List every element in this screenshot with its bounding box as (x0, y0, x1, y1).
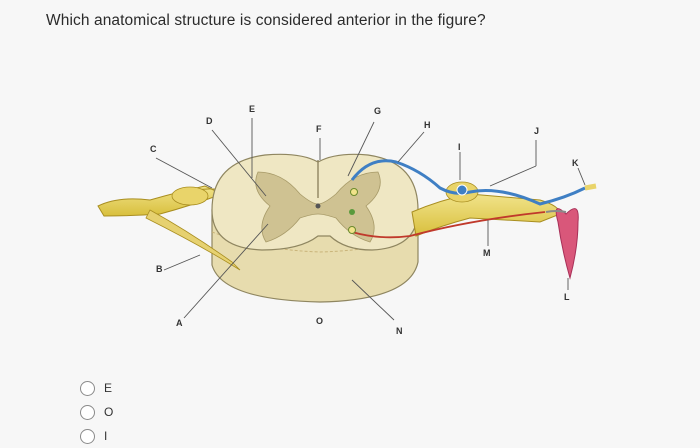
answer-option-e[interactable]: E (80, 376, 113, 400)
answer-option-o[interactable]: O (80, 400, 113, 424)
label-k: K (572, 158, 579, 168)
cord-cross-section (211, 153, 419, 251)
question-text: Which anatomical structure is considered… (46, 12, 486, 29)
radio-button[interactable] (80, 380, 95, 396)
answer-option-i[interactable]: I (80, 424, 113, 448)
muscle (555, 208, 579, 280)
label-l: L (564, 292, 570, 302)
option-label: I (104, 429, 108, 443)
motor-neuron (351, 211, 546, 239)
option-label: O (104, 405, 114, 419)
label-m: M (483, 248, 491, 258)
label-g: G (374, 106, 381, 116)
sensory-neuron (350, 159, 586, 206)
label-b: B (156, 264, 163, 274)
label-o: O (316, 316, 323, 326)
label-j: J (534, 126, 539, 136)
radio-button[interactable] (80, 428, 95, 444)
radio-button[interactable] (80, 404, 95, 420)
label-i: I (458, 142, 461, 152)
left-ganglion (171, 186, 209, 206)
label-h: H (424, 120, 431, 130)
answer-options: E O I (80, 376, 113, 448)
option-label: E (104, 381, 113, 395)
label-c: C (150, 144, 157, 154)
label-n: N (396, 326, 403, 336)
label-e: E (249, 104, 255, 114)
label-f: F (316, 124, 322, 134)
label-d: D (206, 116, 213, 126)
label-a: A (176, 318, 183, 328)
leader-lines (155, 118, 586, 321)
